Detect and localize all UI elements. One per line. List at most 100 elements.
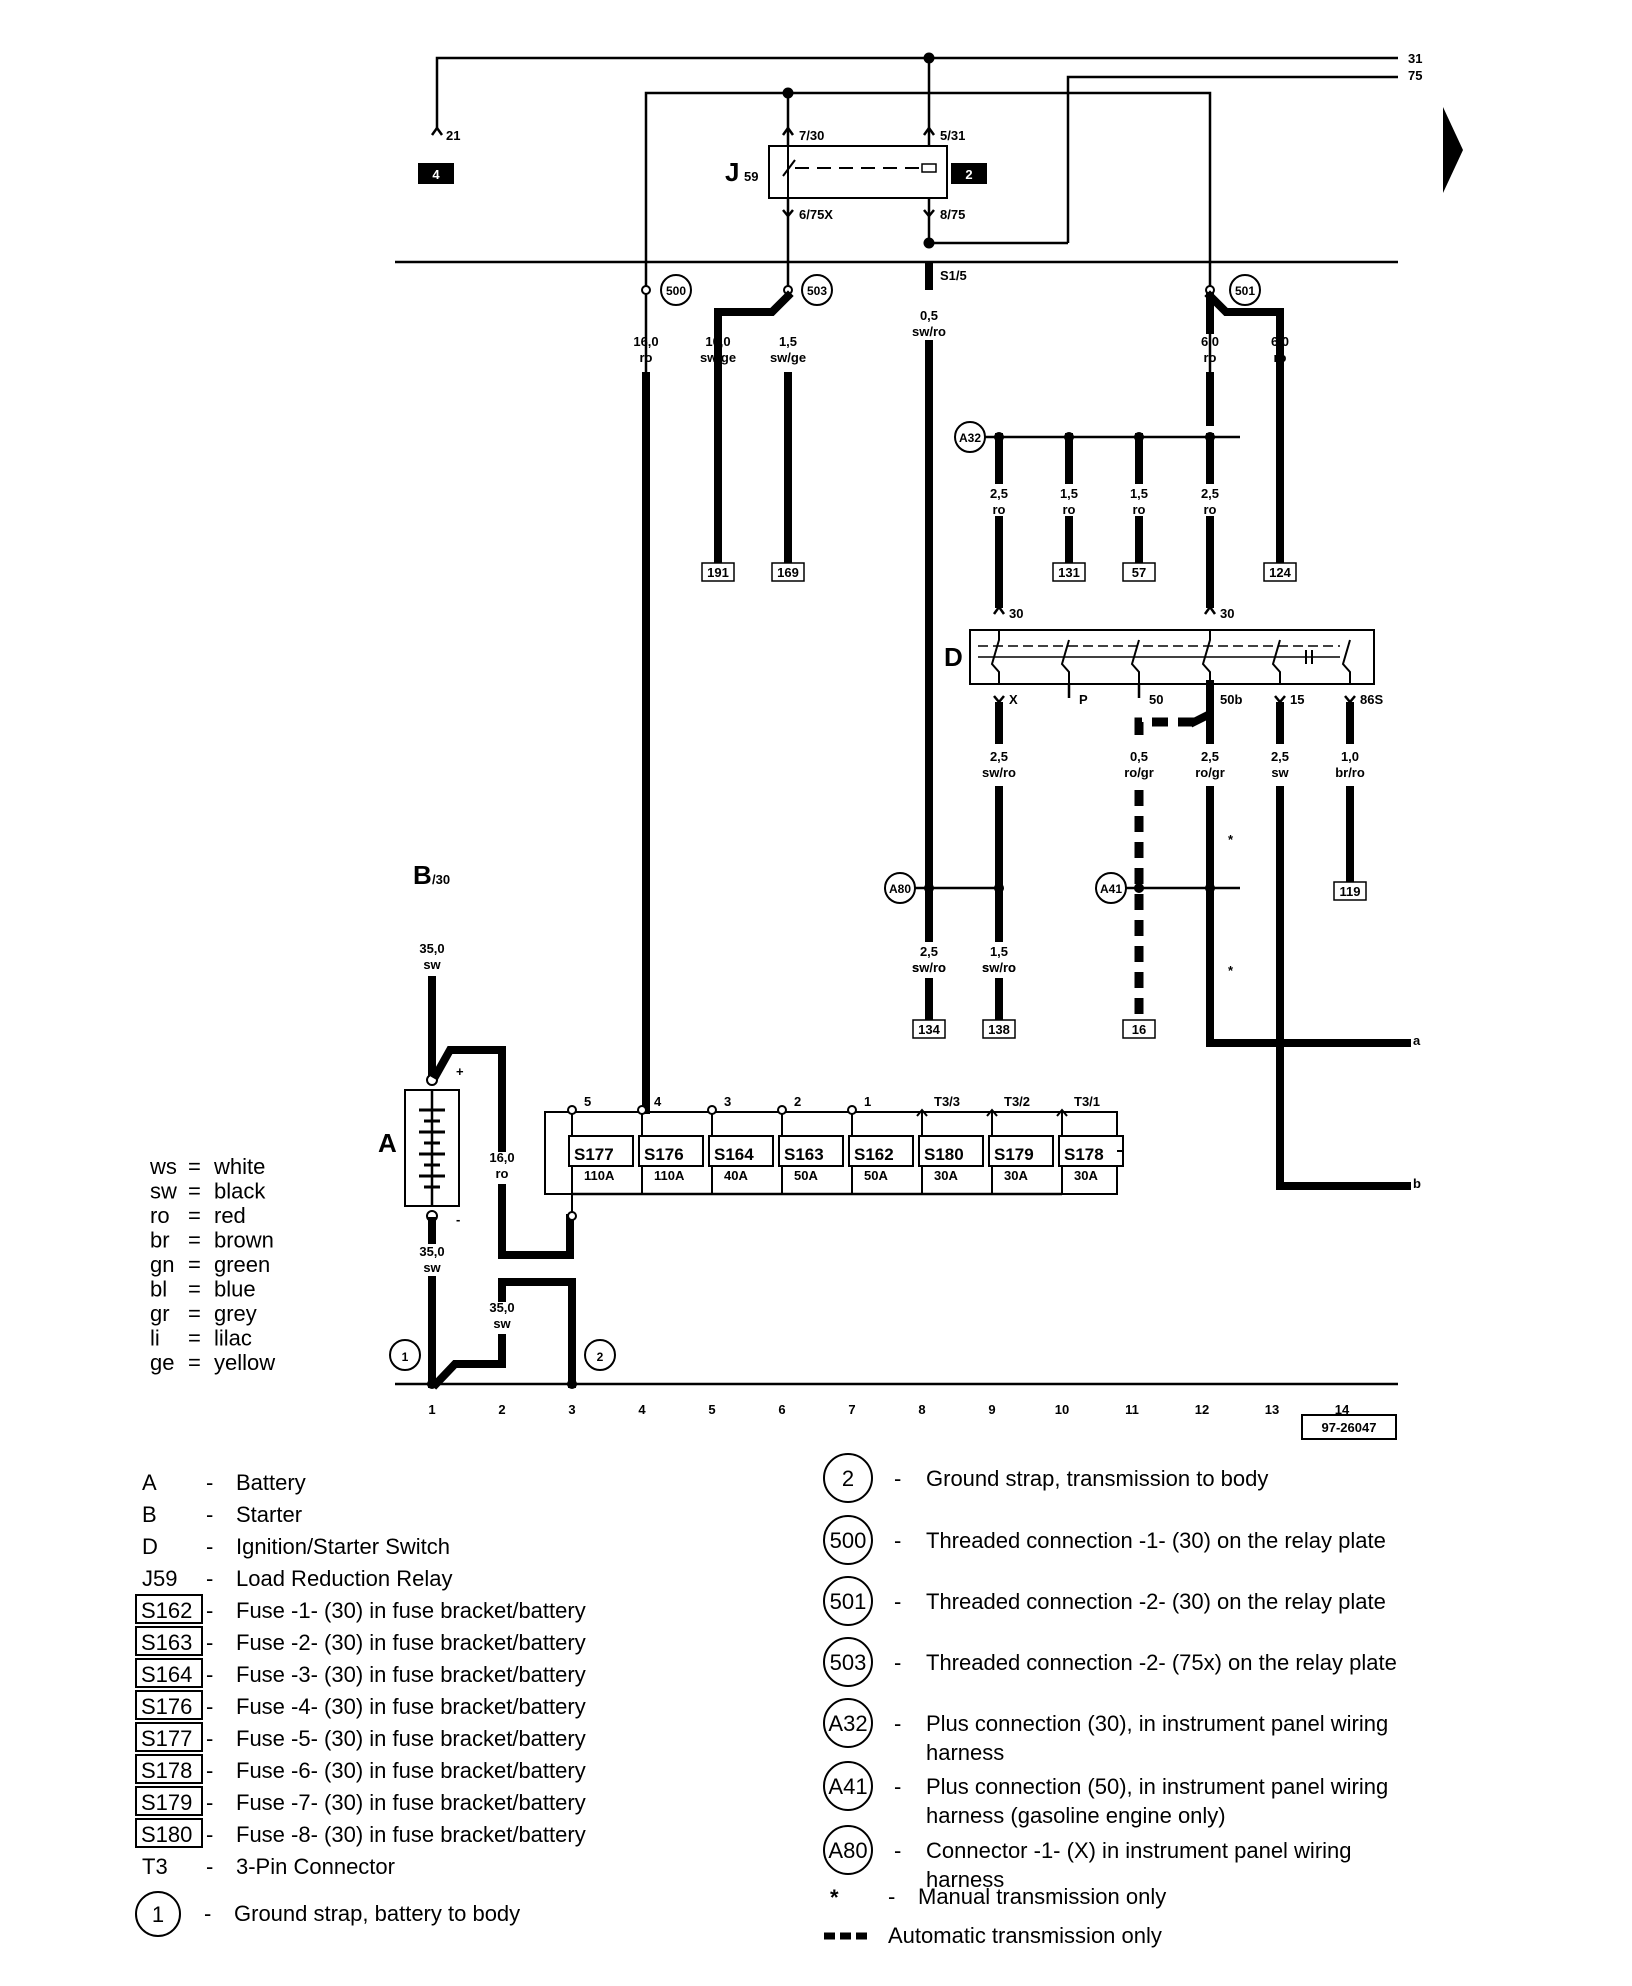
fuse-pin-label: 3 (724, 1094, 731, 1109)
color-name: green (214, 1252, 270, 1277)
legend-right: 2-Ground strap, transmission to body500-… (823, 1453, 1397, 1892)
connector-a80: A80 (889, 882, 911, 896)
svg-text:134: 134 (918, 1022, 940, 1037)
legend-desc: Threaded connection -1- (30) on the rela… (926, 1528, 1386, 1553)
color-code: gr (150, 1301, 170, 1326)
svg-text:500: 500 (666, 284, 686, 298)
battery-wires (428, 1046, 576, 1390)
legend-desc: Ground strap, transmission to body (926, 1466, 1268, 1491)
svg-text:119: 119 (1340, 884, 1361, 899)
svg-text:-: - (206, 1758, 213, 1783)
color-code: ro (150, 1203, 170, 1228)
svg-text:ro: ro (1063, 502, 1076, 517)
svg-text:/30: /30 (432, 872, 450, 887)
column-number: 3 (568, 1402, 575, 1417)
ref-box-57: 57 (1122, 562, 1156, 582)
svg-text:30: 30 (1009, 606, 1023, 621)
legend-code: S179 (141, 1790, 192, 1815)
column-number: 7 (848, 1402, 855, 1417)
legend-code: 501 (830, 1589, 867, 1614)
svg-text:2,5: 2,5 (1271, 749, 1289, 764)
color-key-br: br=brown (150, 1228, 274, 1253)
starter-name: B (413, 860, 432, 890)
legend-desc: Starter (236, 1502, 302, 1527)
page-continue-arrow[interactable] (1443, 107, 1463, 193)
color-code: gn (150, 1252, 174, 1277)
legend-item-501: 501-Threaded connection -2- (30) on the … (823, 1576, 1386, 1626)
svg-text:sw: sw (423, 957, 441, 972)
bus-label-31: 31 (1408, 51, 1422, 66)
column-number: 11 (1125, 1402, 1139, 1417)
connector-503: 503 (783, 274, 833, 306)
fuse-pin-label: T3/2 (1004, 1094, 1030, 1109)
svg-text:2,5: 2,5 (1201, 749, 1219, 764)
svg-text:=: = (188, 1277, 201, 1302)
svg-text:191: 191 (707, 565, 729, 580)
svg-text:-: - (206, 1822, 213, 1847)
svg-text:ro: ro (1204, 350, 1217, 365)
svg-text:-: - (206, 1630, 213, 1655)
svg-text:-: - (206, 1598, 213, 1623)
relay-j59: 7/30 5/31 J 59 2 6/75X 8/75 S1/5 (644, 58, 1212, 424)
color-key: ws=whitesw=blackro=redbr=browngn=greenbl… (149, 1154, 275, 1375)
legend-dash: Automatic transmission only (824, 1923, 1162, 1948)
legend-code: 503 (830, 1650, 867, 1675)
svg-text:2,5: 2,5 (990, 486, 1008, 501)
color-key-gn: gn=green (150, 1252, 270, 1277)
legend-item-s176: S176-Fuse -4- (30) in fuse bracket/batte… (135, 1690, 586, 1720)
svg-text:35,0: 35,0 (489, 1300, 514, 1315)
terminal-21: 21 4 (418, 125, 460, 184)
manual-star-2: * (1228, 963, 1234, 978)
svg-text:1: 1 (402, 1350, 409, 1364)
a32-bus: A32 (954, 421, 1240, 608)
svg-text:sw/ge: sw/ge (770, 350, 806, 365)
svg-text:503: 503 (807, 284, 827, 298)
output-a: a (1413, 1033, 1421, 1048)
legend-desc: Connector -1- (X) in instrument panel wi… (926, 1838, 1352, 1863)
color-code: ge (150, 1350, 174, 1375)
svg-text:2,5: 2,5 (1201, 486, 1219, 501)
svg-text:86S: 86S (1360, 692, 1383, 707)
legend-item-s162: S162-Fuse -1- (30) in fuse bracket/batte… (135, 1594, 586, 1624)
fuse-pin-3: 3 (707, 1094, 731, 1136)
svg-text:-: - (206, 1566, 213, 1591)
svg-text:10,0: 10,0 (705, 334, 730, 349)
fuse-id: S162 (854, 1145, 894, 1164)
ignition-switch-d: 30 30 D X P 50 50b 15 86S (944, 604, 1383, 707)
fuse-id: S163 (784, 1145, 824, 1164)
svg-text:1,5: 1,5 (1130, 486, 1148, 501)
svg-text:+: + (456, 1064, 464, 1079)
svg-text:*: * (830, 1885, 839, 1910)
svg-text:ro: ro (1274, 350, 1287, 365)
svg-text:=: = (188, 1179, 201, 1204)
wires-from-switch (995, 680, 1411, 1190)
svg-text:S1/5: S1/5 (940, 268, 967, 283)
switch-name: D (944, 642, 963, 672)
svg-text:Manual transmission only: Manual transmission only (918, 1884, 1166, 1909)
ground-strap-2: 2 (584, 1339, 616, 1371)
ref-box-134: 134 (912, 1019, 946, 1039)
svg-text:6,0: 6,0 (1271, 334, 1289, 349)
battery-a: A + - (378, 1064, 464, 1227)
legend-code: 2 (842, 1466, 854, 1491)
svg-text:-: - (888, 1884, 895, 1909)
starter-b30: B /30 35,0 sw (413, 860, 450, 1079)
legend-code: A (142, 1470, 157, 1495)
svg-text:7/30: 7/30 (799, 128, 824, 143)
svg-text:-: - (206, 1694, 213, 1719)
column-number: 8 (918, 1402, 925, 1417)
color-key-sw: sw=black (150, 1179, 266, 1204)
svg-text:-: - (456, 1212, 460, 1227)
svg-text:-: - (206, 1502, 213, 1527)
fuse-amp: 30A (1004, 1168, 1028, 1183)
fuse-pin-6: T3/3 (916, 1094, 960, 1136)
color-name: brown (214, 1228, 274, 1253)
color-code: br (150, 1228, 170, 1253)
legend-desc: Battery (236, 1470, 306, 1495)
fuse-block: 5S177110A4S176110A3S16440A2S16350A1S1625… (544, 1094, 1124, 1221)
svg-text:Automatic transmission only: Automatic transmission only (888, 1923, 1162, 1948)
ref-box-169: 169 (771, 562, 805, 582)
legend-code: S176 (141, 1694, 192, 1719)
